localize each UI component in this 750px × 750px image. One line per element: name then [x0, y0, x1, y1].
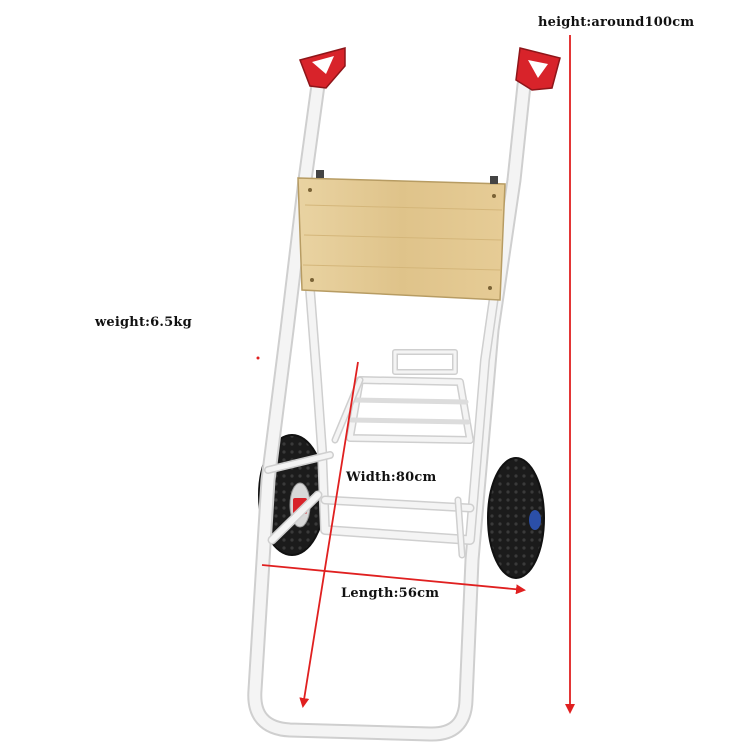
length-arrow: [261, 564, 526, 595]
width-arrow: [299, 361, 359, 708]
cart-frame: [247, 77, 532, 742]
right-wheel: [487, 457, 545, 579]
weight-label: weight:6.5kg: [95, 315, 192, 330]
left-handle: [299, 47, 346, 89]
right-handle: [515, 47, 561, 91]
height-label: height:around100cm: [538, 15, 695, 30]
wooden-board: [297, 170, 506, 301]
width-label: Width:80cm: [346, 470, 437, 485]
red-dot-mark: [256, 356, 260, 360]
length-label: Length:56cm: [341, 586, 440, 601]
